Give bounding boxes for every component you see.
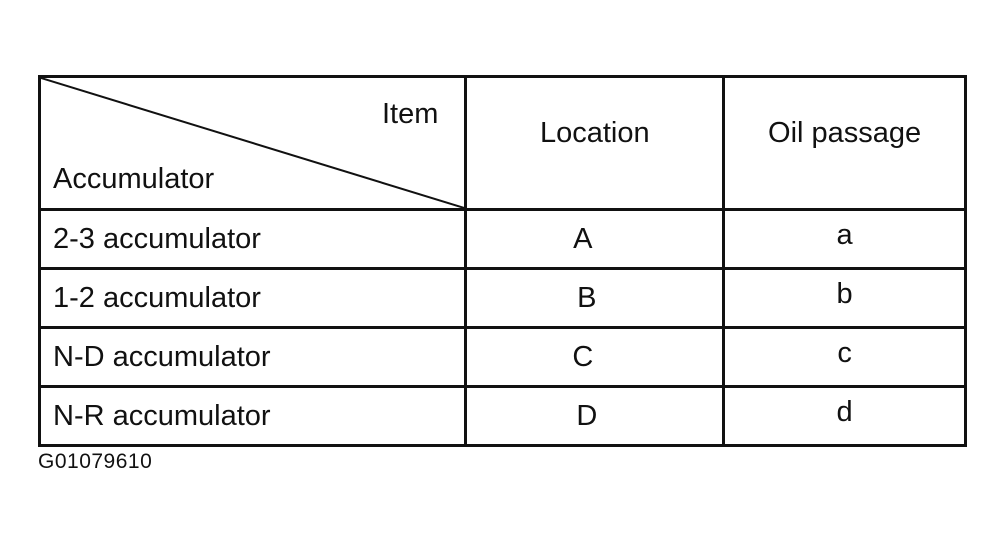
table-row: N-D accumulator C c bbox=[37, 326, 967, 388]
accumulator-name-cell: N-D accumulator bbox=[37, 326, 468, 388]
location-cell: C bbox=[464, 326, 726, 388]
accumulator-name-cell: 1-2 accumulator bbox=[37, 267, 468, 329]
corner-item-label: Item bbox=[381, 98, 439, 130]
oil-passage-cell: c bbox=[722, 326, 967, 388]
location-value: B bbox=[577, 281, 597, 314]
accumulator-table: Item Accumulator Location Oil passage 2-… bbox=[37, 75, 967, 447]
diagonal-divider bbox=[41, 78, 464, 208]
location-value: D bbox=[576, 399, 598, 432]
oil-passage-cell: b bbox=[722, 267, 967, 329]
oil-passage-value: a bbox=[836, 218, 853, 251]
oil-passage-cell: d bbox=[722, 385, 967, 447]
accumulator-name-cell: N-R accumulator bbox=[37, 385, 468, 447]
table-header-row: Item Accumulator Location Oil passage bbox=[37, 75, 967, 211]
oil-passage-value: d bbox=[836, 395, 853, 428]
accumulator-name-cell: 2-3 accumulator bbox=[37, 208, 468, 270]
oil-passage-cell: a bbox=[722, 208, 967, 270]
table-row: N-R accumulator D d bbox=[37, 385, 967, 447]
location-cell: B bbox=[464, 267, 726, 329]
corner-accumulator-label: Accumulator bbox=[53, 163, 215, 195]
location-cell: A bbox=[464, 208, 726, 270]
oil-passage-value: b bbox=[836, 277, 853, 310]
table-row: 2-3 accumulator A a bbox=[37, 208, 967, 270]
figure-code: G01079610 bbox=[38, 450, 153, 473]
table-row: 1-2 accumulator B b bbox=[37, 267, 967, 329]
location-cell: D bbox=[464, 385, 726, 447]
oil-passage-header: Oil passage bbox=[722, 75, 967, 211]
corner-header-cell: Item Accumulator bbox=[37, 75, 468, 211]
location-value: C bbox=[572, 340, 594, 373]
location-header: Location bbox=[464, 75, 726, 211]
location-value: A bbox=[573, 222, 593, 255]
oil-passage-value: c bbox=[837, 336, 852, 369]
